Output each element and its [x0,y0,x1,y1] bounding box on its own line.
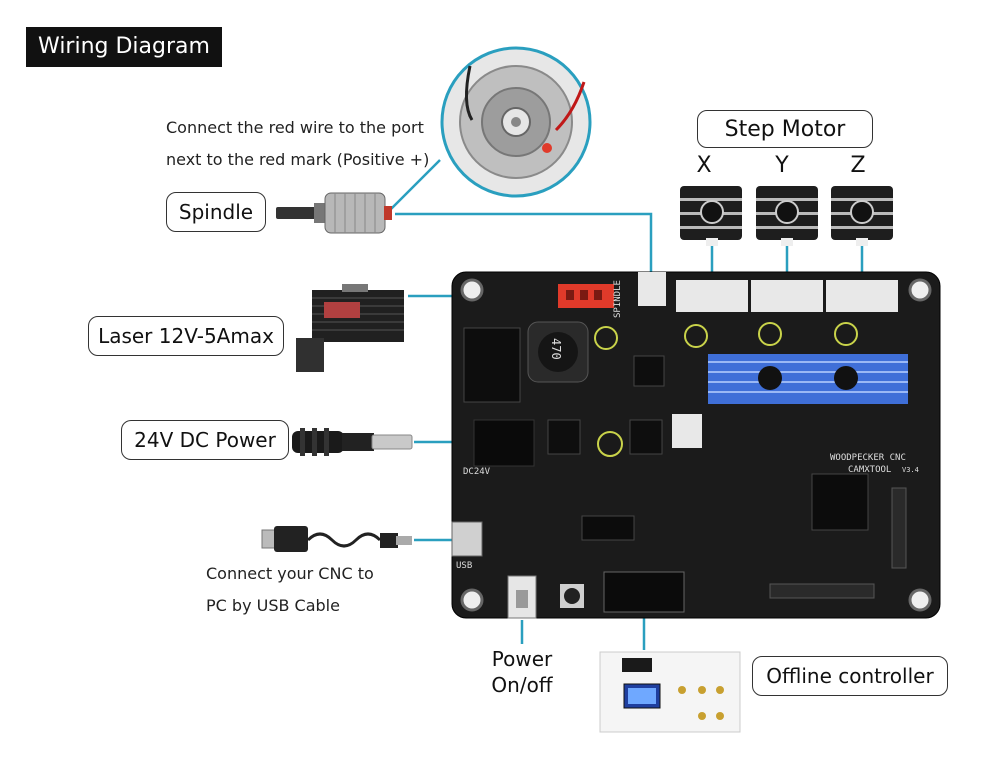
offline-controller-icon [599,651,741,733]
stepper-motor-icon [756,186,818,246]
board-model: CAMXTOOL [848,465,891,475]
board-version: V3.4 [902,466,919,474]
laser-module-icon [296,284,404,372]
dc-power-label: 24V DC Power [121,420,289,460]
stepper-motor-icon [831,186,893,246]
offline-controller-label: Offline controller [752,656,948,696]
board-silk-usb: USB [456,561,472,571]
spindle-note-line2: next to the red mark (Positive +) [166,150,430,169]
step-motor-label: Step Motor [697,110,873,148]
usb-note-line2: PC by USB Cable [206,596,340,615]
board-brand: WOODPECKER CNC [830,453,906,463]
spindle-zoom-icon [440,46,592,198]
diagram-title: Wiring Diagram [26,27,222,67]
power-switch-label-line1: Power [491,647,553,671]
power-switch-label-line2: On/off [491,673,553,697]
spindle-note-line1: Connect the red wire to the port [166,118,424,137]
axis-label-x: X [696,153,712,178]
board-inductor-value: 470 [549,338,563,360]
usb-cable-icon [261,526,412,552]
axis-label-y: Y [775,153,789,178]
board-silk-dc: DC24V [463,467,491,477]
spindle-label: Spindle [166,192,266,232]
board-silk-spindle: SPINDLE [613,280,623,318]
zoom-callout-line [387,159,441,213]
dc-plug-icon [292,428,413,456]
laser-label: Laser 12V-5Amax [88,316,284,356]
spindle-wire [395,212,653,272]
stepper-motor-icon [680,186,742,246]
spindle-motor-icon [276,192,392,234]
controller-board [451,271,941,619]
axis-label-z: Z [850,153,866,178]
usb-note-line1: Connect your CNC to [206,564,374,583]
